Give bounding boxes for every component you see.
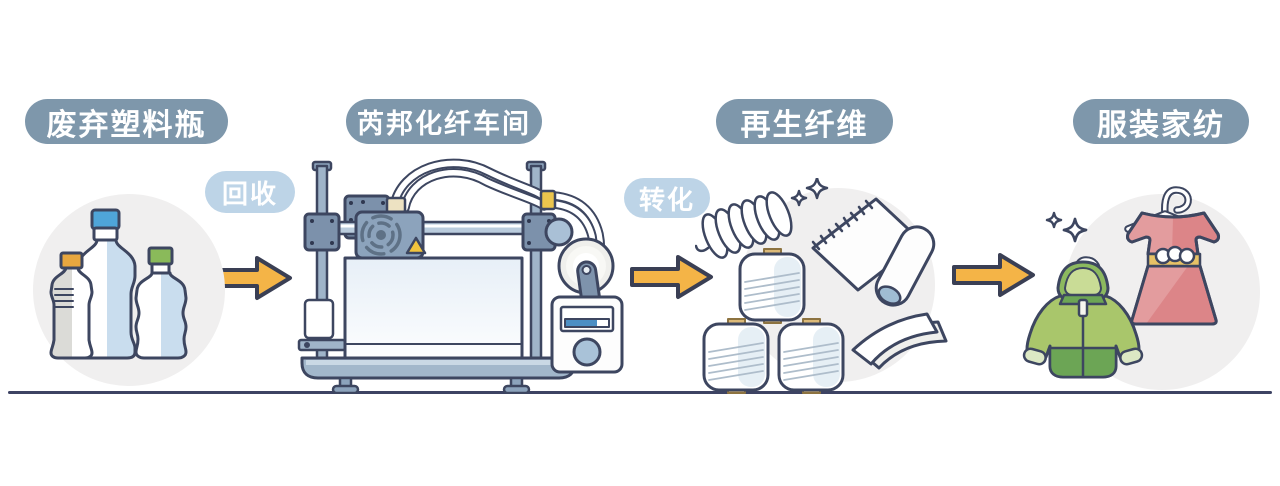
- control-panel: [550, 295, 624, 374]
- progress-bar-track: [564, 318, 610, 328]
- fiber-coil-icon: [695, 191, 793, 259]
- jacket-cuff: [1022, 347, 1047, 366]
- bottle-medium: [134, 246, 188, 360]
- stitch-marks: [811, 199, 874, 251]
- sparkle-icon: [790, 178, 829, 207]
- fabric-roll-icon: [811, 197, 936, 307]
- fan-grill-icon: [360, 214, 402, 256]
- progress-bar-fill: [565, 319, 597, 327]
- tube-clip: [539, 189, 557, 211]
- stage-label-apparel-textile: 服装家纺: [1073, 99, 1249, 144]
- yarn-spool: [738, 248, 806, 324]
- yarn-spools-and-fabric-icon: [695, 178, 948, 394]
- jacket-cuff: [1119, 347, 1144, 366]
- head-connector: [385, 196, 407, 214]
- sparkle-icon: [1045, 211, 1088, 243]
- yarn-spool: [777, 318, 845, 394]
- arrow-shape: [630, 255, 713, 299]
- belt-beads: [1154, 245, 1196, 265]
- left-bracket: [303, 212, 341, 252]
- jacket-icon: [1022, 256, 1144, 379]
- filament-spool: [557, 237, 615, 324]
- machine-base: [300, 356, 577, 394]
- bottle-tall: [76, 208, 137, 360]
- stage-label-waste-bottles: 废弃塑料瓶: [25, 99, 228, 144]
- bottle-ridges: [54, 288, 74, 308]
- waste-plastic-bottles-icon: [33, 194, 225, 386]
- connector-label-transform: 转化: [624, 178, 710, 218]
- right-arrow-icon: [952, 253, 1035, 297]
- fabric-sheets-icon: [851, 312, 948, 370]
- right-bracket: [521, 212, 574, 252]
- machine-bed: [343, 256, 524, 360]
- extruder-head: [354, 210, 427, 260]
- ground-line: [8, 391, 1272, 394]
- side-box: [297, 298, 347, 352]
- right-arrow-icon: [630, 255, 713, 299]
- connector-label-recycle: 回收: [205, 171, 295, 213]
- warning-triangle-icon: [405, 236, 427, 255]
- jacket-and-dress-icon: [1022, 186, 1260, 390]
- arrow-shape: [952, 253, 1035, 297]
- bottle-small: [49, 251, 94, 360]
- stage-label-fiber-workshop: 芮邦化纤车间: [346, 99, 542, 144]
- fiber-production-machine-icon: [297, 158, 624, 394]
- zipper-pull: [1077, 298, 1089, 318]
- stage-label-recycled-fiber: 再生纤维: [716, 99, 893, 144]
- jacket-hood: [1056, 260, 1110, 306]
- yarn-spool: [702, 318, 770, 394]
- panel-knob: [572, 337, 602, 367]
- dress-icon: [1124, 186, 1220, 326]
